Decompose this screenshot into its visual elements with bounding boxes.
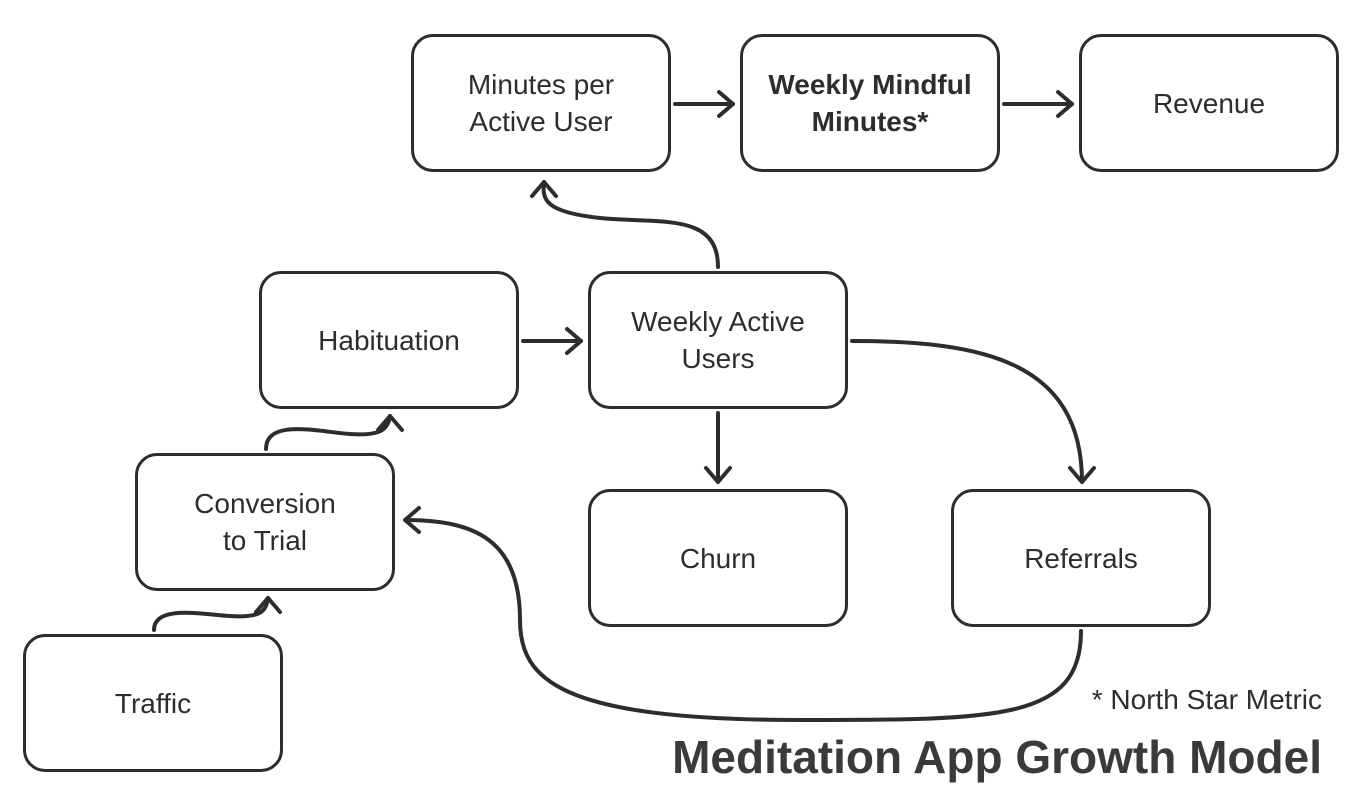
node-weekly-mindful-minutes: Weekly Mindful Minutes*	[740, 34, 1000, 172]
node-minutes-per-active-user: Minutes per Active User	[411, 34, 671, 172]
edge-traffic-to-conversion	[152, 596, 282, 632]
node-label: Churn	[679, 542, 757, 574]
edge-wau-to-churn	[704, 411, 732, 484]
node-label: Weekly Mindful Minutes*	[768, 69, 972, 137]
node-label: Conversion to Trial	[194, 488, 336, 556]
node-label: Traffic	[114, 687, 192, 719]
edge-habituation-to-wau	[521, 327, 583, 355]
node-label: Habituation	[318, 324, 460, 356]
edge-wau-to-referrals	[850, 339, 1096, 484]
edge-wau-to-minutes	[530, 180, 720, 269]
node-habituation: Habituation	[259, 271, 519, 409]
edge-minutes-to-wmm	[673, 90, 735, 118]
footnote-north-star: * North Star Metric	[1091, 684, 1322, 715]
edge-conversion-to-habituation	[264, 414, 404, 451]
node-label: Weekly Active Users	[631, 306, 805, 374]
node-revenue: Revenue	[1079, 34, 1339, 172]
node-label: Referrals	[1024, 542, 1138, 574]
node-weekly-active-users: Weekly Active Users	[588, 271, 848, 409]
edge-wmm-to-revenue	[1002, 90, 1074, 118]
node-referrals: Referrals	[951, 489, 1211, 627]
diagram-title: Meditation App Growth Model	[672, 731, 1322, 783]
node-label: Revenue	[1152, 87, 1266, 119]
node-conversion-to-trial: Conversion to Trial	[135, 453, 395, 591]
edge-referrals-to-conversion	[403, 506, 1083, 722]
node-traffic: Traffic	[23, 634, 283, 772]
node-churn: Churn	[588, 489, 848, 627]
node-label: Minutes per Active User	[467, 69, 615, 137]
